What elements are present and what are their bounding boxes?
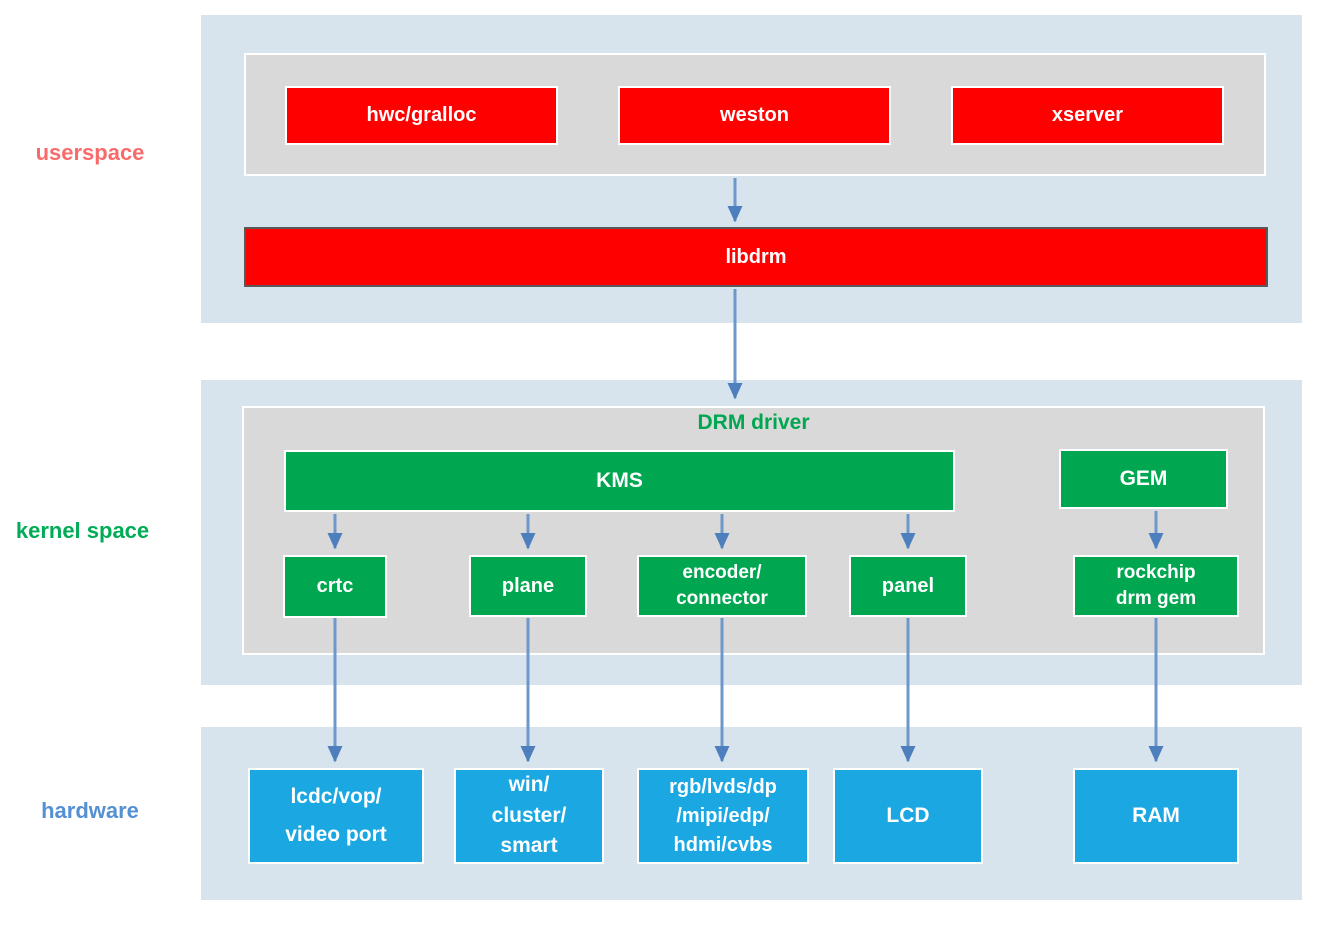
plane-box: plane xyxy=(469,555,587,617)
encoder-connector-label: encoder/ connector xyxy=(676,562,768,609)
gem-box: GEM xyxy=(1059,449,1228,509)
userspace-layer-label: userspace xyxy=(35,140,145,165)
win-cluster-smart-box: win/ cluster/ smart xyxy=(454,768,604,864)
ram-label: RAM xyxy=(1132,804,1180,827)
encoder-connector-box: encoder/ connector xyxy=(637,555,807,617)
kernel-space-layer-label: kernel space xyxy=(15,518,150,543)
hwc-gralloc-label: hwc/gralloc xyxy=(366,104,477,126)
panel-box: panel xyxy=(849,555,967,617)
drm-driver-panel xyxy=(242,406,1265,655)
ram-box: RAM xyxy=(1073,768,1239,864)
kms-label: KMS xyxy=(596,469,643,492)
drm-driver-title: DRM driver xyxy=(697,411,810,434)
kms-box: KMS xyxy=(284,450,955,512)
lcdc-vop-video-port-label: lcdc/vop/ video port xyxy=(285,785,387,846)
lcd-label: LCD xyxy=(886,804,930,827)
weston-label: weston xyxy=(720,104,789,126)
hwc-gralloc-box: hwc/gralloc xyxy=(285,86,558,145)
rockchip-drm-gem-box: rockchip drm gem xyxy=(1073,555,1239,617)
gem-label: GEM xyxy=(1119,467,1168,490)
win-cluster-smart-label: win/ cluster/ smart xyxy=(491,773,567,858)
weston-box: weston xyxy=(618,86,891,145)
panel-label: panel xyxy=(881,574,935,597)
libdrm-bar: libdrm xyxy=(244,227,1268,287)
lcdc-vop-video-port-box: lcdc/vop/ video port xyxy=(248,768,424,864)
crtc-label: crtc xyxy=(316,575,354,597)
rgb-lvds-interfaces-label: rgb/lvds/dp /mipi/edp/ hdmi/cvbs xyxy=(669,775,777,856)
libdrm-label: libdrm xyxy=(725,245,787,268)
xserver-box: xserver xyxy=(951,86,1224,145)
rockchip-drm-gem-label: rockchip drm gem xyxy=(1115,562,1197,609)
crtc-box: crtc xyxy=(283,555,387,618)
lcd-box: LCD xyxy=(833,768,983,864)
hardware-layer-label: hardware xyxy=(41,798,139,823)
rgb-lvds-interfaces-box: rgb/lvds/dp /mipi/edp/ hdmi/cvbs xyxy=(637,768,809,864)
xserver-label: xserver xyxy=(1051,104,1124,126)
plane-label: plane xyxy=(501,574,555,597)
